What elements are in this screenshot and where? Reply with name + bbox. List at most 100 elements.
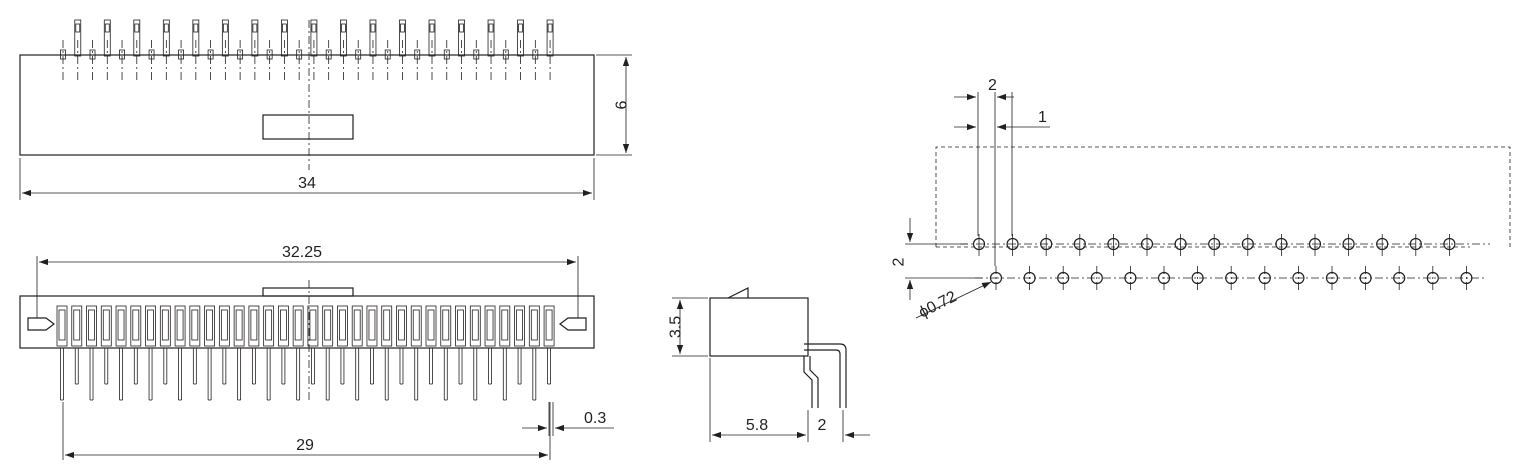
top-pin — [399, 19, 406, 82]
footprint-hole-row2 — [1090, 266, 1103, 290]
front-pin — [322, 305, 334, 401]
footprint-hole-row1 — [1174, 234, 1187, 256]
top-pin — [133, 19, 141, 82]
footprint-hole-row1 — [1342, 234, 1355, 256]
front-pin — [410, 305, 422, 401]
top-height-label: 6 — [614, 100, 631, 109]
footprint-hole-row2 — [1157, 266, 1171, 290]
front-pin — [174, 305, 186, 401]
top-pin — [487, 19, 495, 82]
front-pin-span-label: 29 — [296, 437, 314, 454]
top-pin — [162, 19, 170, 82]
footprint-hole-row2 — [1191, 266, 1204, 290]
top-pin — [280, 19, 288, 82]
top-width-label: 34 — [298, 175, 316, 192]
top-pin — [237, 40, 244, 82]
top-pin — [178, 40, 184, 82]
front-pin — [71, 305, 83, 385]
front-span-label: 32.25 — [282, 244, 322, 261]
footprint-hole-row1 — [1275, 234, 1288, 256]
footprint-hole-row2 — [989, 266, 1003, 290]
footprint-offset-label: 1 — [1038, 109, 1047, 126]
footprint-hole-row2 — [1292, 266, 1305, 290]
front-pin — [543, 305, 555, 385]
side-view-body — [709, 297, 809, 357]
footprint-hole-row2 — [1124, 266, 1137, 290]
footprint-hole-row2 — [1325, 266, 1339, 290]
footprint-hole-row2 — [1460, 266, 1473, 290]
front-pin — [396, 305, 407, 385]
top-pin — [296, 40, 303, 82]
footprint-hole-row1 — [1006, 234, 1019, 256]
footprint-hole-row1 — [1208, 234, 1221, 256]
top-pin — [458, 19, 465, 82]
front-pin — [233, 305, 245, 401]
top-pin — [384, 40, 391, 82]
footprint-hole-row1 — [1376, 234, 1389, 256]
footprint-hole-row2 — [1393, 266, 1406, 290]
footprint-outline — [935, 146, 1511, 247]
front-pin — [189, 305, 201, 385]
top-pin — [502, 40, 509, 82]
front-pin — [484, 305, 496, 385]
footprint-pitch-label: 2 — [988, 77, 997, 94]
front-pin — [351, 305, 363, 401]
front-pin — [499, 305, 511, 401]
front-pin — [514, 305, 525, 385]
top-pin — [355, 40, 362, 82]
footprint-hole-row1 — [1073, 234, 1086, 256]
footprint-hole-row1 — [1409, 234, 1422, 256]
top-pin — [148, 40, 155, 82]
side-pin-offset-label: 2 — [818, 417, 827, 434]
top-pin — [119, 40, 125, 82]
top-pin — [414, 40, 421, 82]
front-pin-thickness-label: 0.3 — [584, 410, 606, 427]
top-view-body — [19, 54, 595, 156]
side-pin-inner — [803, 356, 813, 408]
front-pin — [263, 305, 275, 401]
top-pin — [517, 19, 524, 82]
footprint-view: 2 1 2 ϕ0.72 — [891, 77, 1511, 322]
front-left-key — [27, 317, 55, 331]
footprint-hole-row2 — [1057, 266, 1070, 290]
top-pin — [251, 19, 259, 82]
top-pin — [310, 19, 318, 82]
footprint-hole-row1 — [1107, 234, 1120, 256]
side-depth-label: 5.8 — [746, 417, 768, 434]
top-pin — [428, 19, 436, 82]
footprint-hole-row2 — [1359, 266, 1372, 290]
footprint-hole-row1 — [1308, 234, 1322, 256]
footprint-hole-row2 — [1225, 266, 1238, 290]
top-pin — [192, 19, 200, 82]
front-view: 32.25 29 0.3 — [19, 244, 614, 460]
front-pin — [218, 305, 230, 385]
side-view-latch — [727, 287, 749, 299]
front-view-pins — [56, 305, 555, 401]
front-pin — [528, 305, 540, 401]
footprint-hole-diameter-label: ϕ0.72 — [916, 288, 960, 321]
front-pin — [204, 305, 216, 401]
front-pin — [469, 305, 481, 401]
side-height-label: 3.5 — [668, 316, 685, 338]
top-pin — [60, 40, 66, 82]
side-view: 3.5 5.8 2 — [668, 287, 870, 442]
front-pin — [145, 305, 156, 401]
front-pin — [277, 305, 289, 385]
front-pin — [86, 305, 97, 401]
top-pin — [221, 19, 229, 82]
footprint-row-spacing-label: 2 — [891, 257, 908, 266]
footprint-hole-row2 — [1023, 266, 1036, 290]
footprint-hole-row1 — [1241, 234, 1254, 256]
footprint-hole-leader — [915, 281, 992, 319]
front-pin — [248, 305, 260, 385]
front-pin — [159, 305, 171, 385]
footprint-hole-row1 — [1040, 234, 1053, 256]
front-pin — [100, 305, 112, 385]
top-pin — [443, 40, 450, 82]
front-pin — [381, 305, 393, 401]
top-view: 6 34 — [19, 19, 632, 200]
top-pin — [207, 40, 214, 82]
front-pin — [130, 305, 142, 385]
top-pin — [103, 19, 111, 82]
